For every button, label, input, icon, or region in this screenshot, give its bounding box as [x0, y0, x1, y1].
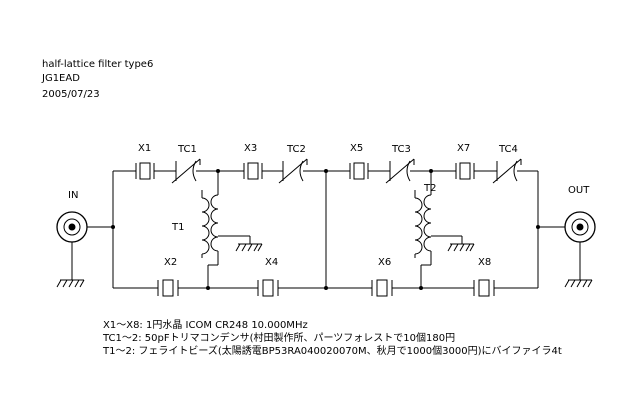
- crystal-x8-icon: [473, 279, 495, 297]
- label-t2: T2: [423, 183, 436, 194]
- label-x1: X1: [138, 143, 151, 154]
- wiring: [112, 170, 539, 289]
- note-transformers: T1～2: フェライトビーズ(太陽誘電BP53RA040020070M、秋月で1…: [103, 346, 562, 357]
- input-connector: [56, 211, 113, 280]
- label-tc2: TC2: [286, 144, 306, 155]
- label-tc1: TC1: [177, 144, 197, 155]
- trimmer-tc4-icon: [492, 158, 522, 184]
- label-x4: X4: [265, 257, 278, 268]
- label-x7: X7: [457, 143, 470, 154]
- author-callsign: JG1EAD: [42, 73, 80, 84]
- trimmer-tc3-icon: [385, 158, 415, 184]
- transformer-t1-icon: [201, 190, 251, 258]
- crystal-x4-icon: [257, 279, 279, 297]
- output-connector: [538, 211, 596, 280]
- label-x5: X5: [350, 143, 363, 154]
- label-t1: T1: [171, 222, 184, 233]
- crystal-x3-icon: [243, 162, 263, 180]
- trimmer-tc1-icon: [171, 158, 201, 184]
- note-crystals: X1～X8: 1円水晶 ICOM CR248 10.000MHz: [103, 320, 308, 331]
- label-x8: X8: [478, 257, 491, 268]
- junction-dots: [111, 169, 540, 290]
- crystal-x2-icon: [157, 279, 179, 297]
- input-ground-icon: [56, 279, 85, 288]
- output-label: OUT: [568, 185, 590, 196]
- diagram-date: 2005/07/23: [42, 89, 100, 100]
- label-x2: X2: [164, 257, 177, 268]
- label-tc3: TC3: [391, 144, 411, 155]
- diagram-title: half-lattice filter type6: [42, 59, 154, 70]
- t2-ground-icon: [447, 243, 475, 252]
- t1-ground-icon: [235, 243, 263, 252]
- input-label: IN: [68, 190, 78, 201]
- label-tc4: TC4: [498, 144, 518, 155]
- note-trimmers: TC1～2: 50pFトリマコンデンサ(村田製作所、パーツフォレストで10個18…: [103, 333, 456, 344]
- crystal-x7-icon: [455, 162, 475, 180]
- output-ground-icon: [564, 279, 593, 288]
- crystal-x1-icon: [135, 162, 155, 180]
- trimmer-tc2-icon: [278, 158, 308, 184]
- crystal-x5-icon: [349, 162, 369, 180]
- label-x6: X6: [378, 257, 391, 268]
- transformer-t2-icon: [414, 190, 463, 258]
- crystal-x6-icon: [371, 279, 393, 297]
- label-x3: X3: [244, 143, 257, 154]
